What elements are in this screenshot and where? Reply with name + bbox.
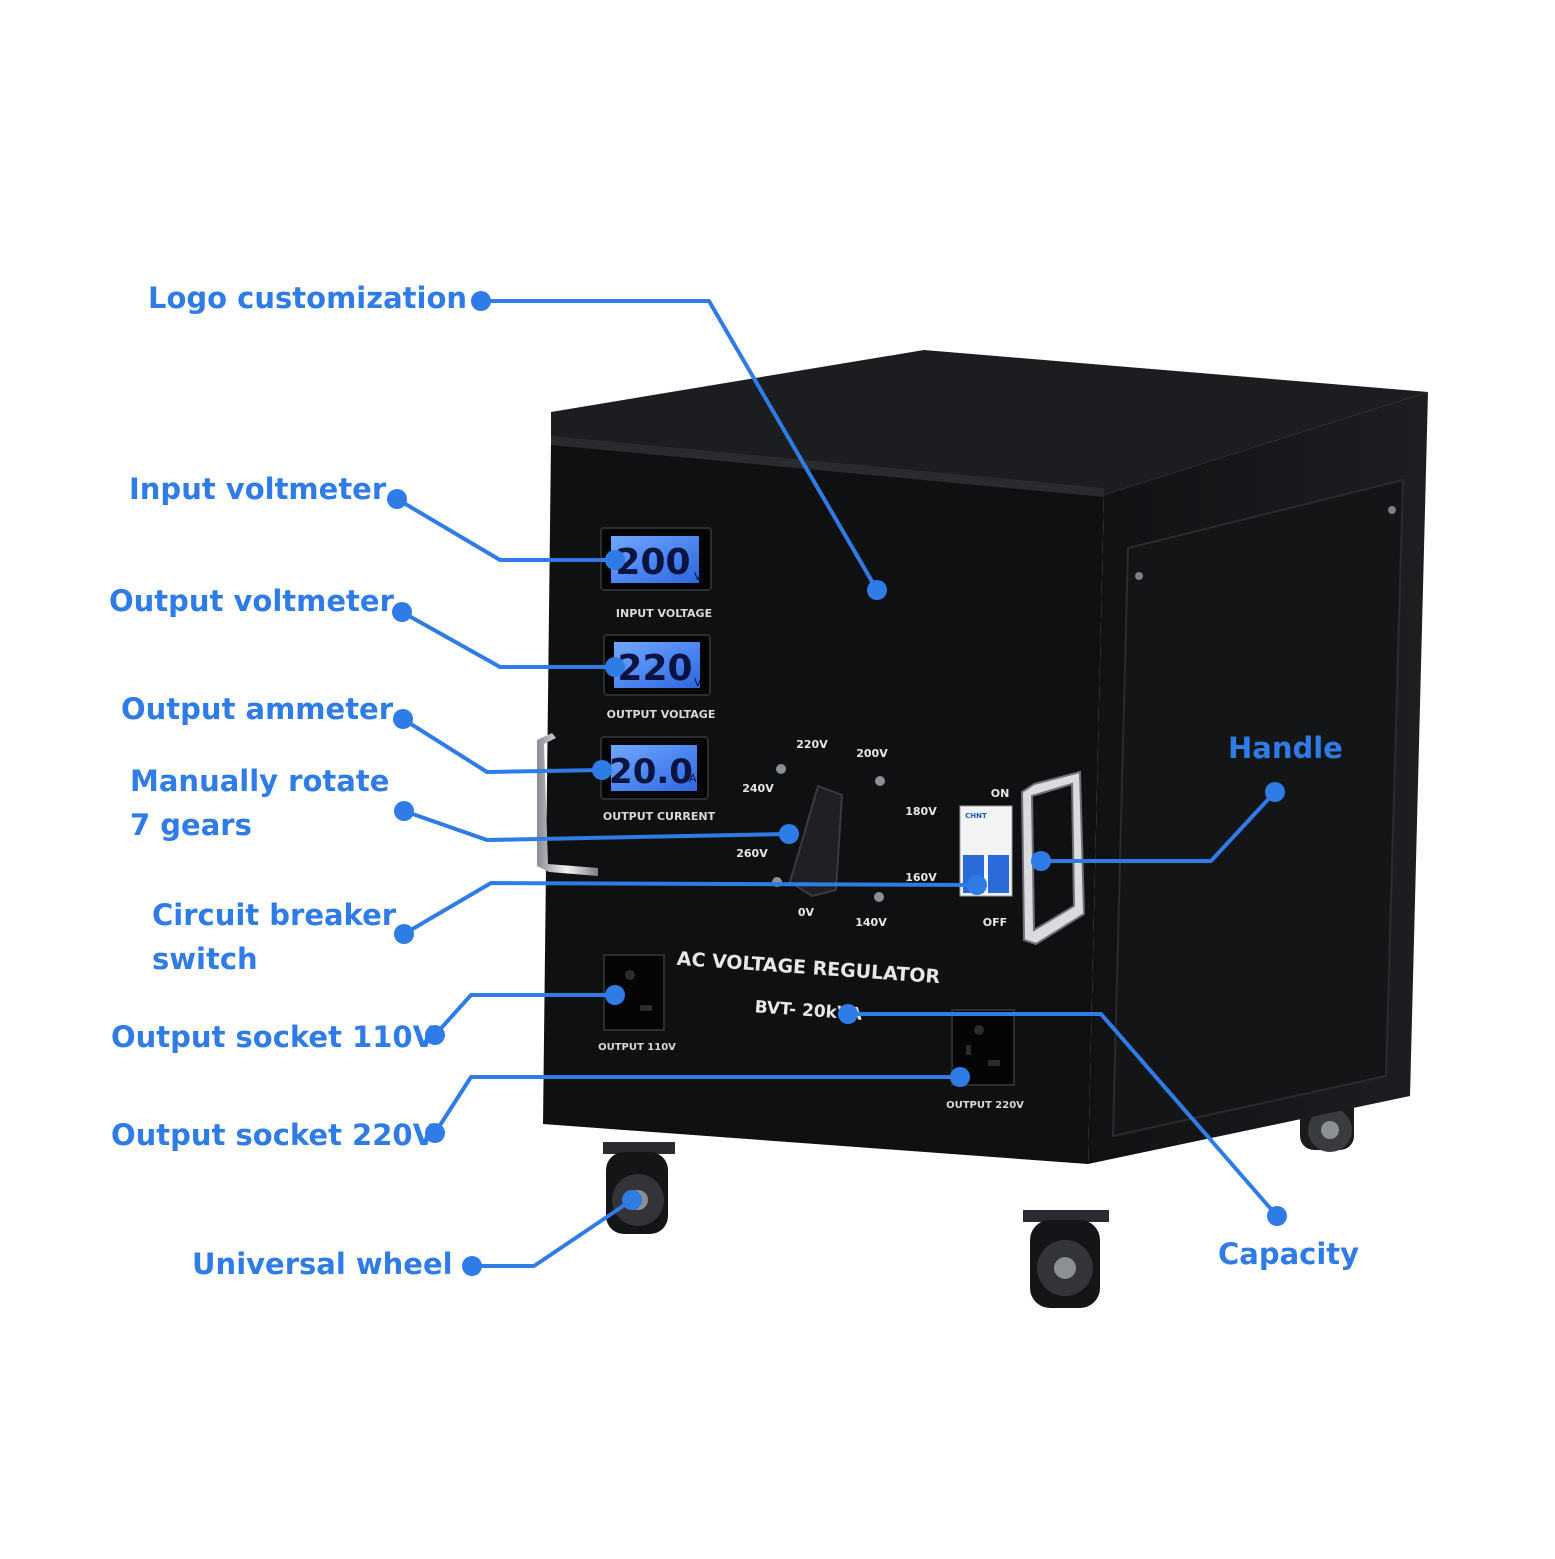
leader-output-ammeter (401, 717, 603, 774)
output-voltmeter-display: 220 V OUTPUT VOLTAGE (603, 634, 716, 721)
leader-output-voltmeter (401, 610, 615, 669)
gear-label-220v: 220V (796, 738, 828, 751)
input-voltage-caption: INPUT VOLTAGE (616, 607, 712, 620)
callout-leaders (395, 299, 1279, 1268)
dot-handle-target (1031, 851, 1051, 871)
leader-handle (1041, 790, 1277, 863)
gear-label-260v: 260V (736, 847, 768, 860)
gear-label-240v: 240V (742, 782, 774, 795)
dot-capacity-target (838, 1004, 858, 1024)
gear-label-0v: 0V (798, 906, 815, 919)
leader-input-voltmeter (395, 497, 615, 562)
front-right-wheel (1023, 1210, 1109, 1308)
dot-wheel-target (622, 1190, 642, 1210)
breaker-off-label: OFF (983, 916, 1007, 929)
front-left-wheel (603, 1142, 675, 1234)
output-voltage-reading: 220 (617, 648, 692, 689)
dot-rotate-label (394, 801, 414, 821)
dot-socket220-label (425, 1123, 445, 1143)
leader-socket-110 (433, 993, 615, 1037)
dot-input-label (387, 489, 407, 509)
right-handle (1020, 770, 1086, 946)
callout-input-voltmeter: Input voltmeter (129, 472, 387, 506)
callout-output-voltmeter: Output voltmeter (109, 584, 394, 618)
callout-output-socket-110v: Output socket 110V (111, 1020, 436, 1054)
input-voltage-unit: V (694, 570, 702, 583)
leader-logo (481, 299, 879, 592)
dot-logo-label (471, 291, 491, 311)
output-ammeter-display: 20.0 A OUTPUT CURRENT (600, 736, 716, 823)
dot-ammeter-label (393, 709, 413, 729)
breaker-on-label: ON (991, 787, 1010, 800)
breaker-brand: CHNT (965, 812, 987, 820)
dot-socket110-label (425, 1025, 445, 1045)
callout-manually-rotate-line1: Manually rotate (130, 764, 390, 798)
dot-capacity-label (1267, 1206, 1287, 1226)
breaker-toggle-right[interactable] (988, 855, 1009, 893)
dot-ammeter-target (592, 760, 612, 780)
callout-circuit-breaker: Circuit breaker switch (152, 893, 396, 981)
input-voltage-reading: 200 (615, 542, 690, 583)
dot-socket220-target (950, 1067, 970, 1087)
dot-handle-label (1265, 782, 1285, 802)
output-current-unit: A (689, 772, 697, 785)
callout-circuit-breaker-line2: switch (152, 942, 258, 976)
callout-capacity: Capacity (1218, 1237, 1360, 1271)
callout-dots (387, 291, 1287, 1276)
output-current-reading: 20.0 (609, 752, 693, 792)
callout-circuit-breaker-line1: Circuit breaker (152, 898, 397, 932)
callout-output-ammeter: Output ammeter (121, 692, 394, 726)
gear-selector: 220V 200V 240V 180V 260V 160V 0V 140V (736, 738, 937, 929)
gear-label-200v: 200V (856, 747, 888, 760)
left-handle (537, 733, 598, 876)
dot-output-label (392, 602, 412, 622)
callout-handle: Handle (1228, 731, 1343, 765)
leader-breaker (402, 881, 978, 936)
dot-socket110-target (605, 985, 625, 1005)
callout-output-socket-220v: Output socket 220V (111, 1118, 436, 1152)
input-voltmeter-display: 200 V INPUT VOLTAGE (600, 527, 712, 620)
leader-rotate (403, 809, 790, 842)
callout-manually-rotate: Manually rotate 7 gears (130, 759, 389, 847)
dot-breaker-target (967, 875, 987, 895)
dot-input-target (605, 550, 625, 570)
callout-universal-wheel: Universal wheel (192, 1247, 453, 1281)
output-voltage-caption: OUTPUT VOLTAGE (607, 708, 716, 721)
gear-label-160v: 160V (905, 871, 937, 884)
dot-rotate-target (779, 824, 799, 844)
leader-wheel (472, 1198, 634, 1268)
gear-label-180v: 180V (905, 805, 937, 818)
callout-manually-rotate-line2: 7 gears (130, 808, 252, 842)
leader-socket-220 (433, 1075, 960, 1135)
gear-label-140v: 140V (855, 916, 887, 929)
output-current-caption: OUTPUT CURRENT (603, 810, 716, 823)
socket-220v-label: OUTPUT 220V (946, 1100, 1024, 1111)
dot-wheel-label (462, 1256, 482, 1276)
dot-breaker-label (394, 924, 414, 944)
socket-110v-label: OUTPUT 110V (598, 1042, 676, 1053)
socket-110v: OUTPUT 110V (598, 954, 676, 1053)
leader-capacity (848, 1012, 1279, 1218)
callout-logo-customization: Logo customization (148, 281, 468, 315)
dot-output-target (605, 657, 625, 677)
dot-logo-target (867, 580, 887, 600)
rotary-knob[interactable] (788, 784, 844, 898)
output-voltage-unit: V (694, 676, 702, 689)
